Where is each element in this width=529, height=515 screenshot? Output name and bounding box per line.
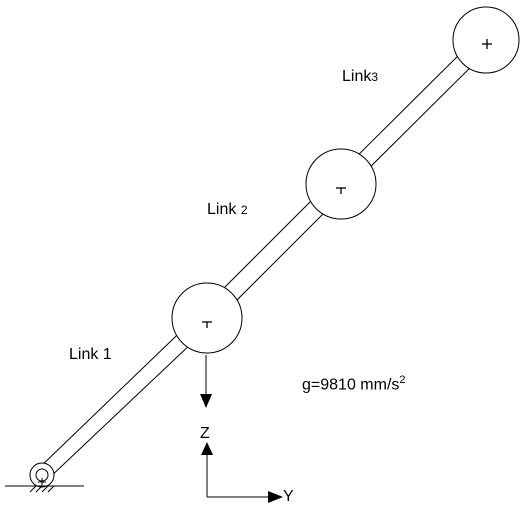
link-2-label-number: 2 [240,203,248,217]
y-axis-arrow [207,491,283,503]
gravity-arrow [200,355,212,408]
link-3-label: Link3 [342,69,378,85]
joint-2 [305,148,377,220]
link-2-label-text: Link [207,201,237,218]
plus-icon [202,321,212,328]
gravity-label-exponent: 2 [399,374,406,386]
z-axis-arrow [201,442,213,497]
hatched-ground-icon [5,478,84,493]
joint-1 [171,282,243,354]
z-axis-label: Z [200,425,210,442]
gravity-label-text: g=9810 mm/s [302,376,400,394]
joint-3 [452,6,520,74]
plus-icon [336,187,346,194]
y-axis-label: Y [283,488,294,505]
link-1-label-text: Link 1 [69,346,112,363]
gravity-label: g=9810 mm/s2 [302,375,406,393]
base-pivot [29,462,55,488]
link-1-label: Link 1 [69,347,112,363]
link-1-bar [36,312,213,481]
link-3-label-number: 3 [371,70,379,84]
link-2-label: Link 2 [207,202,248,218]
link-3-label-text: Link [342,68,372,85]
plus-icon [482,39,492,49]
